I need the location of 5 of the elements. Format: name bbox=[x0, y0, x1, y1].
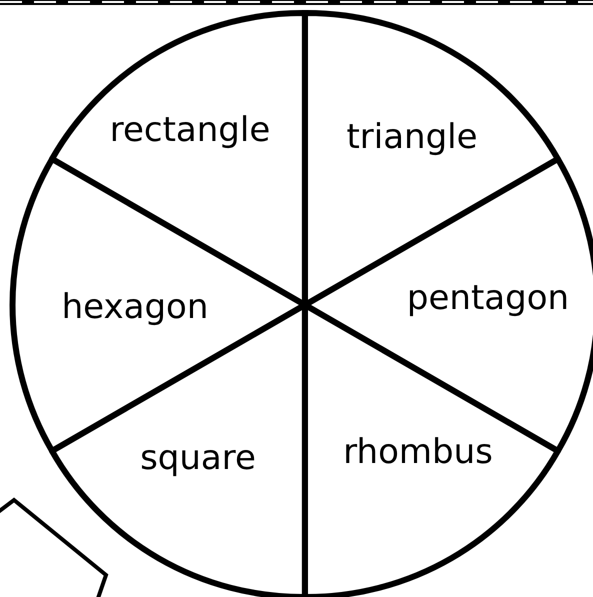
sector-label: triangle bbox=[346, 120, 478, 154]
sector-label: square bbox=[140, 441, 256, 475]
sector-label: rectangle bbox=[110, 113, 270, 147]
sector-label: rhombus bbox=[343, 435, 493, 469]
sector-label: pentagon bbox=[406, 281, 570, 315]
